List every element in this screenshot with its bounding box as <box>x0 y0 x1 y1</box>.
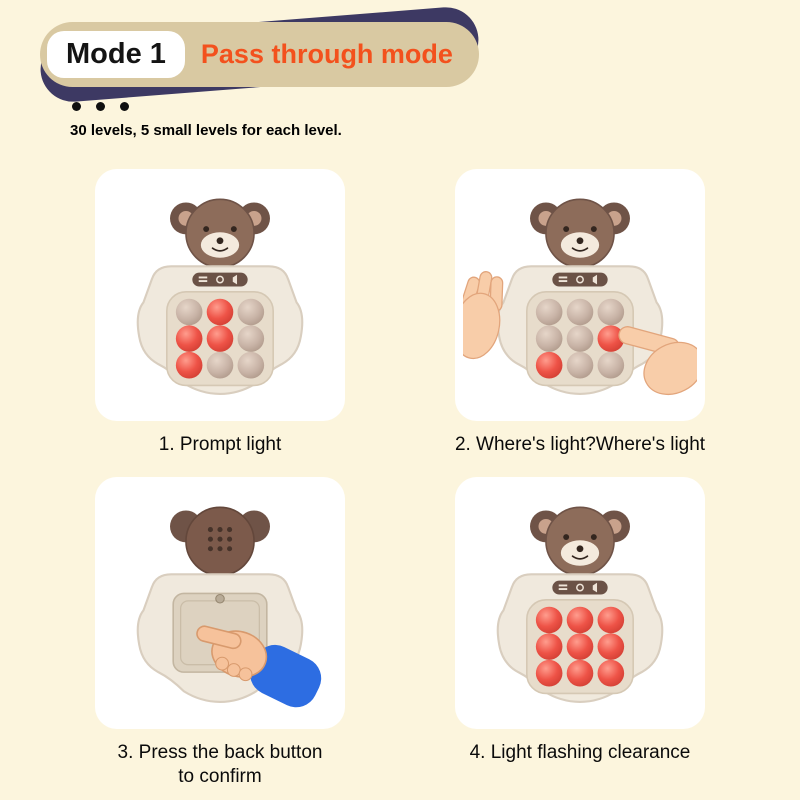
toy-svg <box>136 506 322 707</box>
pop-bubble <box>566 298 594 326</box>
pop-bubble <box>175 351 203 379</box>
bubble-grid <box>175 298 265 379</box>
pop-bubble <box>566 325 594 352</box>
speaker-icon <box>592 582 598 593</box>
pop-bubble <box>535 351 563 379</box>
banner: Mode 1 Pass through mode <box>40 22 479 87</box>
pop-bubble <box>597 633 625 660</box>
power-icon <box>216 275 224 284</box>
left-hand <box>463 271 504 360</box>
button-bar <box>552 272 608 287</box>
button-bar <box>192 272 248 287</box>
toy-front-all-lit <box>463 493 697 713</box>
pointing-hand <box>196 625 322 707</box>
pop-bubble <box>206 298 234 326</box>
bear-head-back <box>170 506 270 576</box>
step-4-caption: 4. Light flashing clearance <box>470 741 691 765</box>
power-icon <box>576 583 584 592</box>
pop-bubble <box>535 633 563 660</box>
toy-svg <box>496 506 664 703</box>
caption-line: to confirm <box>178 765 262 787</box>
step-1-caption: 1. Prompt light <box>159 433 282 457</box>
pop-bubble <box>206 325 234 352</box>
step-4-card <box>455 476 705 729</box>
step-3: 3. Press the back button to confirm <box>95 476 345 789</box>
pop-bubble <box>237 325 265 352</box>
button-bar <box>552 580 608 595</box>
pop-bubble <box>535 606 563 634</box>
dot-icon <box>120 102 129 111</box>
pop-bubble <box>597 325 625 352</box>
pop-bubble <box>566 659 594 687</box>
pop-bubble <box>566 633 594 660</box>
menu-icon <box>558 584 568 590</box>
pop-bubble <box>535 298 563 326</box>
mode-banner: Mode 1 Pass through mode <box>38 4 481 105</box>
dot-icon <box>72 102 81 111</box>
step-3-card <box>95 476 345 729</box>
menu-icon <box>198 276 208 283</box>
bubble-grid <box>535 298 625 379</box>
bear-head <box>530 198 630 269</box>
screw-icon <box>215 593 225 604</box>
pop-bubble <box>566 351 594 379</box>
pop-bubble <box>206 351 234 379</box>
menu-icon <box>558 276 568 283</box>
pop-bubble <box>597 659 625 687</box>
pop-bubble <box>597 351 625 379</box>
pop-bubble <box>535 325 563 352</box>
pop-bubble <box>175 325 203 352</box>
step-2-caption: 2. Where's light?Where's light <box>455 433 705 457</box>
pop-bubble <box>597 606 625 634</box>
pop-bubble <box>175 298 203 326</box>
right-hand <box>618 326 697 396</box>
speaker-icon <box>232 274 238 285</box>
subtitle: 30 levels, 5 small levels for each level… <box>70 122 342 139</box>
ellipsis-dots <box>72 102 800 111</box>
caption-line: 2. Where's light?Where's light <box>454 434 706 455</box>
sleeve <box>250 644 322 707</box>
power-icon <box>576 275 584 284</box>
toy-front-prompt-light <box>103 185 337 405</box>
pop-bubble <box>535 659 563 687</box>
index-finger <box>196 625 242 649</box>
bear-head <box>530 506 630 576</box>
step-2: 2. Where's light?Where's light <box>455 169 705 457</box>
step-3-caption: 3. Press the back button to confirm <box>118 741 323 789</box>
pop-bubble <box>237 351 265 379</box>
toy-front-hands-pressing <box>463 185 697 405</box>
steps-grid: 1. Prompt light 2. Where's light?Where's… <box>0 169 800 788</box>
toy-svg <box>463 198 697 396</box>
pop-bubble <box>566 606 594 634</box>
bear-head <box>170 198 270 269</box>
banner-title: Pass through mode <box>200 39 453 69</box>
toy-svg <box>136 198 304 395</box>
mode-chip: Mode 1 <box>47 31 185 78</box>
caption-line: 1. Prompt light <box>158 434 282 455</box>
caption-line: 4. Light flashing clearance <box>469 741 691 763</box>
step-1: 1. Prompt light <box>95 169 345 457</box>
bubble-grid <box>535 606 625 687</box>
toy-back-press-button <box>103 493 337 713</box>
pop-bubble <box>597 298 625 326</box>
step-2-card <box>455 169 705 421</box>
step-1-card <box>95 169 345 421</box>
speaker-icon <box>592 274 598 285</box>
pop-bubble <box>237 298 265 326</box>
caption-line: 3. Press the back button <box>117 741 323 763</box>
dot-icon <box>96 102 105 111</box>
step-4: 4. Light flashing clearance <box>455 476 705 789</box>
